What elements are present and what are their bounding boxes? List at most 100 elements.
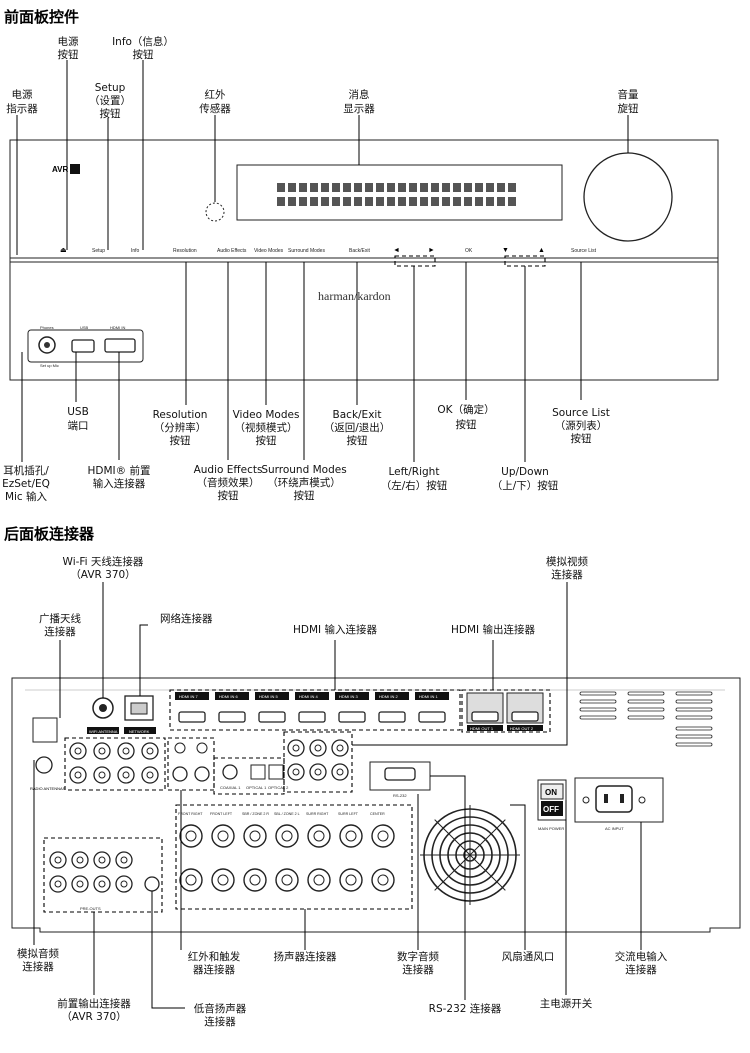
usb-port[interactable] <box>71 339 95 353</box>
video-modes-button-label: Video Modes（视频模式）按钮 <box>233 409 300 447</box>
subwoofer-leader <box>151 1000 185 1009</box>
ir-trigger-jack[interactable] <box>174 742 186 754</box>
hdmi-output-group <box>461 689 551 733</box>
surround-modes-button[interactable]: Surround Modes <box>288 248 325 254</box>
radio-antenna-connectors[interactable]: RADIO ANTENNAS <box>30 717 66 791</box>
svg-text:SBL / ZONE 2 L: SBL / ZONE 2 L <box>274 812 300 816</box>
coaxial-input[interactable] <box>222 764 238 780</box>
svg-text:AC INPUT: AC INPUT <box>605 826 624 831</box>
ir-trigger-jack[interactable] <box>194 766 210 782</box>
left-right-button-label: Left/Right（左/右）按钮 <box>381 466 448 492</box>
resolution-button[interactable]: Resolution <box>173 248 197 254</box>
volume-knob[interactable] <box>583 152 673 242</box>
back-exit-button[interactable]: Back/Exit <box>349 248 370 254</box>
pre-out-group <box>43 837 163 913</box>
hdmi-input-4[interactable]: HDMI IN 4 <box>295 692 329 723</box>
svg-text:WIFI ANTENNA: WIFI ANTENNA <box>89 729 118 734</box>
svg-text:CENTER: CENTER <box>370 812 385 816</box>
main-power-label: 主电源开关 <box>540 997 593 1010</box>
hdmi-output-2[interactable]: HDMI OUT 2 <box>506 692 544 731</box>
svg-text:SURR RIGHT: SURR RIGHT <box>306 812 329 816</box>
subwoofer-label: 低音扬声器连接器 <box>194 1002 247 1028</box>
hdmi-front-input[interactable] <box>104 338 136 353</box>
hdmi-input-5[interactable]: HDMI IN 5 <box>255 692 289 723</box>
left-arrow-icon[interactable]: ◄ <box>393 247 400 254</box>
front-panel-heading: 前面板控件 <box>4 8 79 26</box>
down-arrow-icon[interactable]: ▼ <box>502 247 509 254</box>
svg-text:OFF: OFF <box>543 805 559 814</box>
info-button[interactable]: Info <box>131 248 140 254</box>
hdmi-input-7[interactable]: HDMI IN 7 <box>175 692 209 723</box>
audio-effects-button-label: Audio Effects（音频效果）按钮 <box>194 464 263 502</box>
source-list-button[interactable]: Source List <box>571 248 597 254</box>
optical-input-2[interactable] <box>268 764 284 780</box>
model-badge: AVR <box>52 164 80 174</box>
subwoofer-output[interactable] <box>144 876 160 892</box>
message-display <box>236 164 563 221</box>
rs232-label: RS-232 连接器 <box>429 1002 502 1015</box>
analog-audio-label: 模拟音频连接器 <box>17 947 59 973</box>
hdmi-input-2[interactable]: HDMI IN 2 <box>375 692 409 723</box>
rs232-connector[interactable]: RS-232 <box>369 761 431 798</box>
setup-button[interactable]: Setup <box>92 248 105 254</box>
network-connector-label: 网络连接器 <box>160 612 213 625</box>
analog-video-label: 模拟视频连接器 <box>546 555 588 581</box>
audio-effects-button[interactable]: Audio Effects <box>217 248 247 254</box>
up-arrow-icon[interactable]: ▲ <box>538 247 545 254</box>
fan-vent <box>420 805 520 905</box>
fan-vent-label: 风扇通风口 <box>502 950 555 963</box>
optical-input-1[interactable] <box>250 764 266 780</box>
svg-text:OPTICAL 1: OPTICAL 1 <box>246 785 267 790</box>
power-indicator-label: 电源指示器 <box>6 88 38 115</box>
ir-trigger-jack[interactable] <box>172 766 188 782</box>
ac-input-connector[interactable]: AC INPUT <box>574 777 664 831</box>
ir-sensor-label: 红外传感器 <box>199 88 231 115</box>
svg-text:COAXIAL 1: COAXIAL 1 <box>220 785 241 790</box>
right-arrow-icon[interactable]: ► <box>428 247 435 254</box>
hdmi-input-1[interactable]: HDMI IN 1 <box>415 692 449 723</box>
source-list-button-label: Source List（源列表）按钮 <box>552 407 610 445</box>
ac-input-label: 交流电输入连接器 <box>615 950 668 976</box>
ok-button[interactable]: OK <box>465 248 473 254</box>
info-button-label: Info（信息）按钮 <box>112 35 174 61</box>
svg-text:MAIN POWER: MAIN POWER <box>538 826 564 831</box>
video-modes-button[interactable]: Video Modes <box>254 248 284 254</box>
svg-text:ON: ON <box>545 788 557 797</box>
svg-text:HDMI IN 1: HDMI IN 1 <box>419 694 438 699</box>
svg-text:RADIO ANTENNAS: RADIO ANTENNAS <box>30 786 66 791</box>
eject-icon[interactable]: ⏏ <box>60 247 67 254</box>
hdmi-input-3[interactable]: HDMI IN 3 <box>335 692 369 723</box>
resolution-button-label: Resolution（分辨率）按钮 <box>153 409 208 447</box>
hdmi-input-label: HDMI 输入连接器 <box>293 623 377 636</box>
volume-knob-label: 音量旋钮 <box>618 88 639 115</box>
ir-trigger-jack[interactable] <box>196 742 208 754</box>
svg-text:HDMI IN 7: HDMI IN 7 <box>179 694 198 699</box>
analog-audio-group <box>64 737 166 791</box>
hdmi-input-6[interactable]: HDMI IN 6 <box>215 692 249 723</box>
speaker-terminal-label: 扬声器连接器 <box>274 950 337 963</box>
front-callout-lines <box>16 60 629 462</box>
svg-text:HDMI IN 5: HDMI IN 5 <box>259 694 278 699</box>
message-display-label: 消息显示器 <box>343 88 375 115</box>
hdmi-output-1[interactable]: HDMI OUT 1 <box>466 692 504 731</box>
svg-text:HDMI IN 3: HDMI IN 3 <box>339 694 358 699</box>
chassis-vents <box>579 691 713 747</box>
svg-text:HDMI IN 6: HDMI IN 6 <box>219 694 238 699</box>
svg-text:SBR / ZONE 2 R: SBR / ZONE 2 R <box>242 812 269 816</box>
digital-audio-label: 数字音频连接器 <box>397 950 439 976</box>
power-button-label: 电源按钮 <box>58 35 79 61</box>
ok-button-label: OK（确定）按钮 <box>437 403 494 431</box>
network-connector[interactable] <box>124 695 154 721</box>
ir-trigger-label: 红外和触发器连接器 <box>188 950 241 976</box>
svg-text:Phones: Phones <box>40 325 54 330</box>
svg-text:HDMI IN: HDMI IN <box>110 325 125 330</box>
brand-logo: harman/kardon <box>318 289 391 303</box>
front-callouts: 电源指示器 电源按钮 Setup（设置）按钮 Info（信息）按钮 红外传感器 … <box>2 35 639 503</box>
hdmi-front-input-label: HDMI® 前置输入连接器 <box>88 464 151 490</box>
svg-text:FRONT RIGHT: FRONT RIGHT <box>178 812 203 816</box>
surround-modes-button-label: Surround Modes（环绕声模式）按钮 <box>261 464 346 502</box>
svg-text:RS-232: RS-232 <box>393 793 407 798</box>
wifi-antenna-label: Wi-Fi 天线连接器（AVR 370） <box>63 555 144 581</box>
